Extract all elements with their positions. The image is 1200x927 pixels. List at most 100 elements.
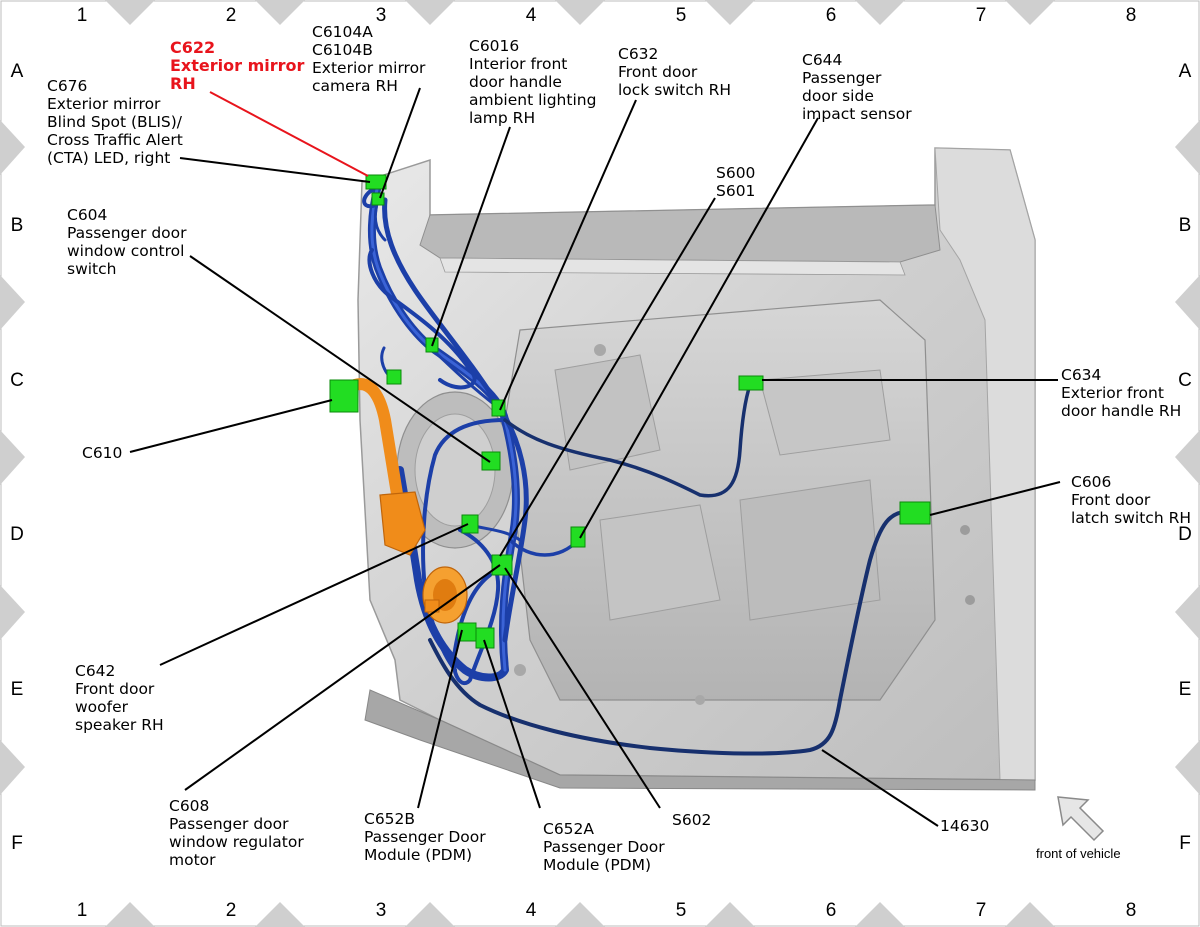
grid-row-label: F (1179, 833, 1191, 854)
connector-c652a (475, 627, 495, 649)
callout-line: Exterior front (1061, 384, 1164, 402)
grid-row-label: C (1178, 370, 1192, 391)
grid-column-label: 1 (77, 5, 88, 26)
window-regulator-motor (349, 378, 468, 624)
connector-c610 (329, 379, 359, 413)
leader-s602 (504, 567, 661, 809)
callout-c604: C604 Passenger door window control switc… (67, 206, 187, 278)
callout-line: Front door (1071, 491, 1151, 509)
grid-column-label: 5 (676, 5, 687, 26)
connector-c644 (570, 526, 586, 548)
callout-line: C604 (67, 206, 107, 224)
callout-line: C634 (1061, 366, 1101, 384)
callout-line: Interior front (469, 55, 567, 73)
callout-line: switch (67, 260, 116, 278)
callout-c608: C608 Passenger door window regulator mot… (169, 797, 304, 869)
callout-line: latch switch RH (1071, 509, 1191, 527)
callout-line: Front door (75, 680, 155, 698)
callout-c652a: C652A Passenger Door Module (PDM) (543, 820, 665, 874)
callout-c632: C632 Front door lock switch RH (618, 45, 731, 99)
callout-line: Exterior mirror (170, 56, 305, 75)
leader-c606 (929, 481, 1061, 516)
leader-c652b (417, 629, 463, 809)
callout-line: door handle RH (1061, 402, 1181, 420)
callout-line: 14630 (940, 817, 989, 835)
grid-rows-left: A B C D E F (10, 61, 24, 854)
leader-c604 (189, 255, 491, 463)
connector-c634 (738, 375, 764, 391)
front-of-vehicle-indicator: front of vehicle (1036, 796, 1121, 861)
grid-column-label: 3 (376, 5, 387, 26)
grid-column-label: 2 (226, 900, 237, 921)
connector-s602 (491, 554, 513, 576)
callout-line: C632 (618, 45, 658, 63)
callout-c642: C642 Front door woofer speaker RH (75, 662, 164, 734)
callout-c6016: C6016 Interior front door handle ambient… (469, 37, 596, 127)
grid-row-label: F (11, 833, 23, 854)
callout-line: lamp RH (469, 109, 535, 127)
grid-column-label: 3 (376, 900, 387, 921)
callout-line: Passenger Door (364, 828, 486, 846)
grid-row-label: E (11, 679, 24, 700)
grid-column-label: 7 (976, 900, 987, 921)
callout-line: Exterior mirror (312, 59, 426, 77)
grid-row-label: E (1179, 679, 1192, 700)
callout-line: motor (169, 851, 216, 869)
grid-column-label: 7 (976, 5, 987, 26)
callout-line: Cross Traffic Alert (47, 131, 183, 149)
leader-lines (129, 87, 1061, 827)
callout-c610: C610 (82, 444, 122, 462)
callout-c644: C644 Passenger door side impact sensor (802, 51, 912, 123)
callout-line: C608 (169, 797, 209, 815)
callout-line: lock switch RH (618, 81, 731, 99)
callout-line: camera RH (312, 77, 398, 95)
callout-line: C6104A (312, 23, 373, 41)
grid-column-label: 2 (226, 5, 237, 26)
callout-line: C610 (82, 444, 122, 462)
grid-row-label: D (10, 524, 24, 545)
callout-line: S601 (716, 182, 755, 200)
grid-column-label: 8 (1126, 5, 1137, 26)
callout-line: C622 (170, 38, 215, 57)
grid-column-label: 8 (1126, 900, 1137, 921)
callout-line: Front door (618, 63, 698, 81)
callout-line: door handle (469, 73, 562, 91)
leader-c644 (579, 117, 819, 539)
leader-c610 (129, 399, 333, 453)
callout-line: Passenger Door (543, 838, 665, 856)
connector-c604 (481, 451, 501, 471)
callout-line: woofer (75, 698, 129, 716)
callout-line: S600 (716, 164, 755, 182)
leader-14630 (821, 749, 939, 827)
callout-line: speaker RH (75, 716, 164, 734)
connectors (329, 174, 931, 649)
callout-line: C676 (47, 77, 87, 95)
grid-column-label: 1 (77, 900, 88, 921)
grid-columns-top: 1 2 3 4 5 6 7 8 (77, 5, 1137, 26)
grid-rows-right: A B C D E F (1178, 61, 1192, 854)
callout-line: Exterior mirror (47, 95, 161, 113)
leader-c676 (179, 157, 371, 183)
callout-14630: 14630 (940, 817, 989, 835)
callout-line: door side (802, 87, 874, 105)
grid-column-label: 4 (526, 5, 537, 26)
callout-c634: C634 Exterior front door handle RH (1061, 366, 1181, 420)
leader-c6016 (431, 126, 511, 347)
callout-line: Passenger door (169, 815, 289, 833)
leader-c622 (209, 91, 369, 177)
callout-c652b: C652B Passenger Door Module (PDM) (364, 810, 486, 864)
connector-c606 (899, 501, 931, 525)
callout-line: Passenger (802, 69, 882, 87)
grid-row-label: A (1179, 61, 1192, 82)
door-panel (357, 147, 1036, 791)
callout-c622: C622 Exterior mirror RH (170, 38, 305, 93)
callout-line: Blind Spot (BLIS)/ (47, 113, 183, 131)
leader-c6104 (379, 87, 421, 199)
callout-line: Passenger door (67, 224, 187, 242)
leader-c608 (184, 564, 501, 791)
callout-line: C6016 (469, 37, 519, 55)
grid-column-label: 4 (526, 900, 537, 921)
grid-row-label: C (10, 370, 24, 391)
